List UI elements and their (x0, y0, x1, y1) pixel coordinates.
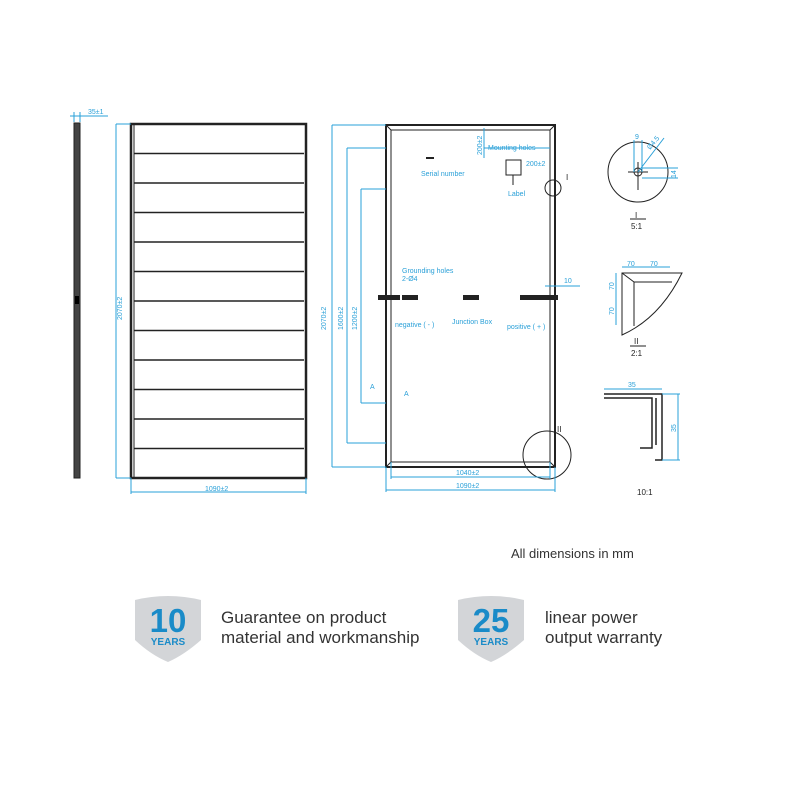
detail-i-title: I (635, 211, 637, 220)
detail-i-dim-a: 9 (635, 134, 639, 141)
side-thickness-label: 35±1 (88, 109, 104, 116)
section-height-label: 35 (671, 424, 678, 432)
mount-span-label: 1600±2 (338, 307, 345, 330)
detail-ii-dim-v1: 70 (609, 282, 616, 290)
badge-line: output warranty (545, 628, 663, 647)
section-scale: 10:1 (637, 488, 653, 497)
negative-label: negative ( - ) (395, 322, 434, 329)
label-label: Label (508, 191, 526, 198)
frame-section: 35 35 10:1 (604, 382, 680, 497)
section-width-label: 35 (628, 382, 636, 389)
badge-number: 10 (150, 602, 187, 639)
detail-ii-dim-h1: 70 (627, 261, 635, 268)
badge-unit: YEARS (474, 637, 509, 648)
badge-number: 25 (473, 602, 510, 639)
detail-ii-scale: 2:1 (631, 349, 643, 358)
positive-label: positive ( + ) (507, 324, 545, 331)
serial-number-label: Serial number (421, 171, 465, 178)
shield-icon (135, 596, 201, 662)
mount-span-inner-label: 1200±2 (352, 307, 359, 330)
front-frame (129, 122, 308, 480)
cable-offset-label: 10 (564, 278, 572, 285)
section-mark-a-right: A (404, 391, 409, 398)
detail-ii-marker: II (557, 425, 561, 434)
detail-i-dim-b: Ø4.5 (646, 135, 661, 151)
mounting-holes-label: Mounting holes (488, 145, 536, 152)
inner-width-label: 1040±2 (456, 470, 479, 477)
detail-ii-title: II (634, 337, 638, 346)
back-width-label: 1090±2 (456, 483, 479, 490)
detail-ii: 70 70 70 70 II 2:1 (609, 261, 683, 358)
front-view (129, 122, 308, 480)
badge-line: Guarantee on product (221, 608, 387, 627)
front-height-label: 2070±2 (117, 297, 124, 320)
detail-ii-dim-v2: 70 (609, 307, 616, 315)
mounting-hole-offset-h: 200±2 (526, 161, 546, 168)
detail-i: 9 Ø4.5 14 I 5:1 (607, 134, 678, 231)
detail-i-dim-c: 14 (671, 170, 678, 178)
front-width-label: 1090±2 (205, 486, 228, 493)
back-view (378, 124, 572, 480)
detail-i-scale: 5:1 (631, 222, 643, 231)
side-view: 35±1 (70, 109, 108, 479)
section-mark-a: A (370, 384, 375, 391)
badge-unit: YEARS (151, 637, 186, 648)
grounding-holes-size: 2-Ø4 (402, 276, 418, 283)
badge-description: linear power output warranty (545, 608, 662, 648)
badge-line: linear power (545, 608, 638, 627)
mounting-hole-offset-v: 200±2 (477, 135, 484, 155)
badge-description: Guarantee on product material and workma… (221, 608, 419, 648)
badge-line: material and workmanship (221, 628, 420, 647)
grounding-holes-label: Grounding holes (402, 268, 454, 275)
junction-box-label: Junction Box (452, 319, 493, 326)
back-height-label: 2070±2 (321, 307, 328, 330)
detail-ii-dim-h2: 70 (650, 261, 658, 268)
detail-i-marker: I (566, 173, 568, 182)
units-note: All dimensions in mm (511, 546, 634, 561)
shield-icon (458, 596, 524, 662)
